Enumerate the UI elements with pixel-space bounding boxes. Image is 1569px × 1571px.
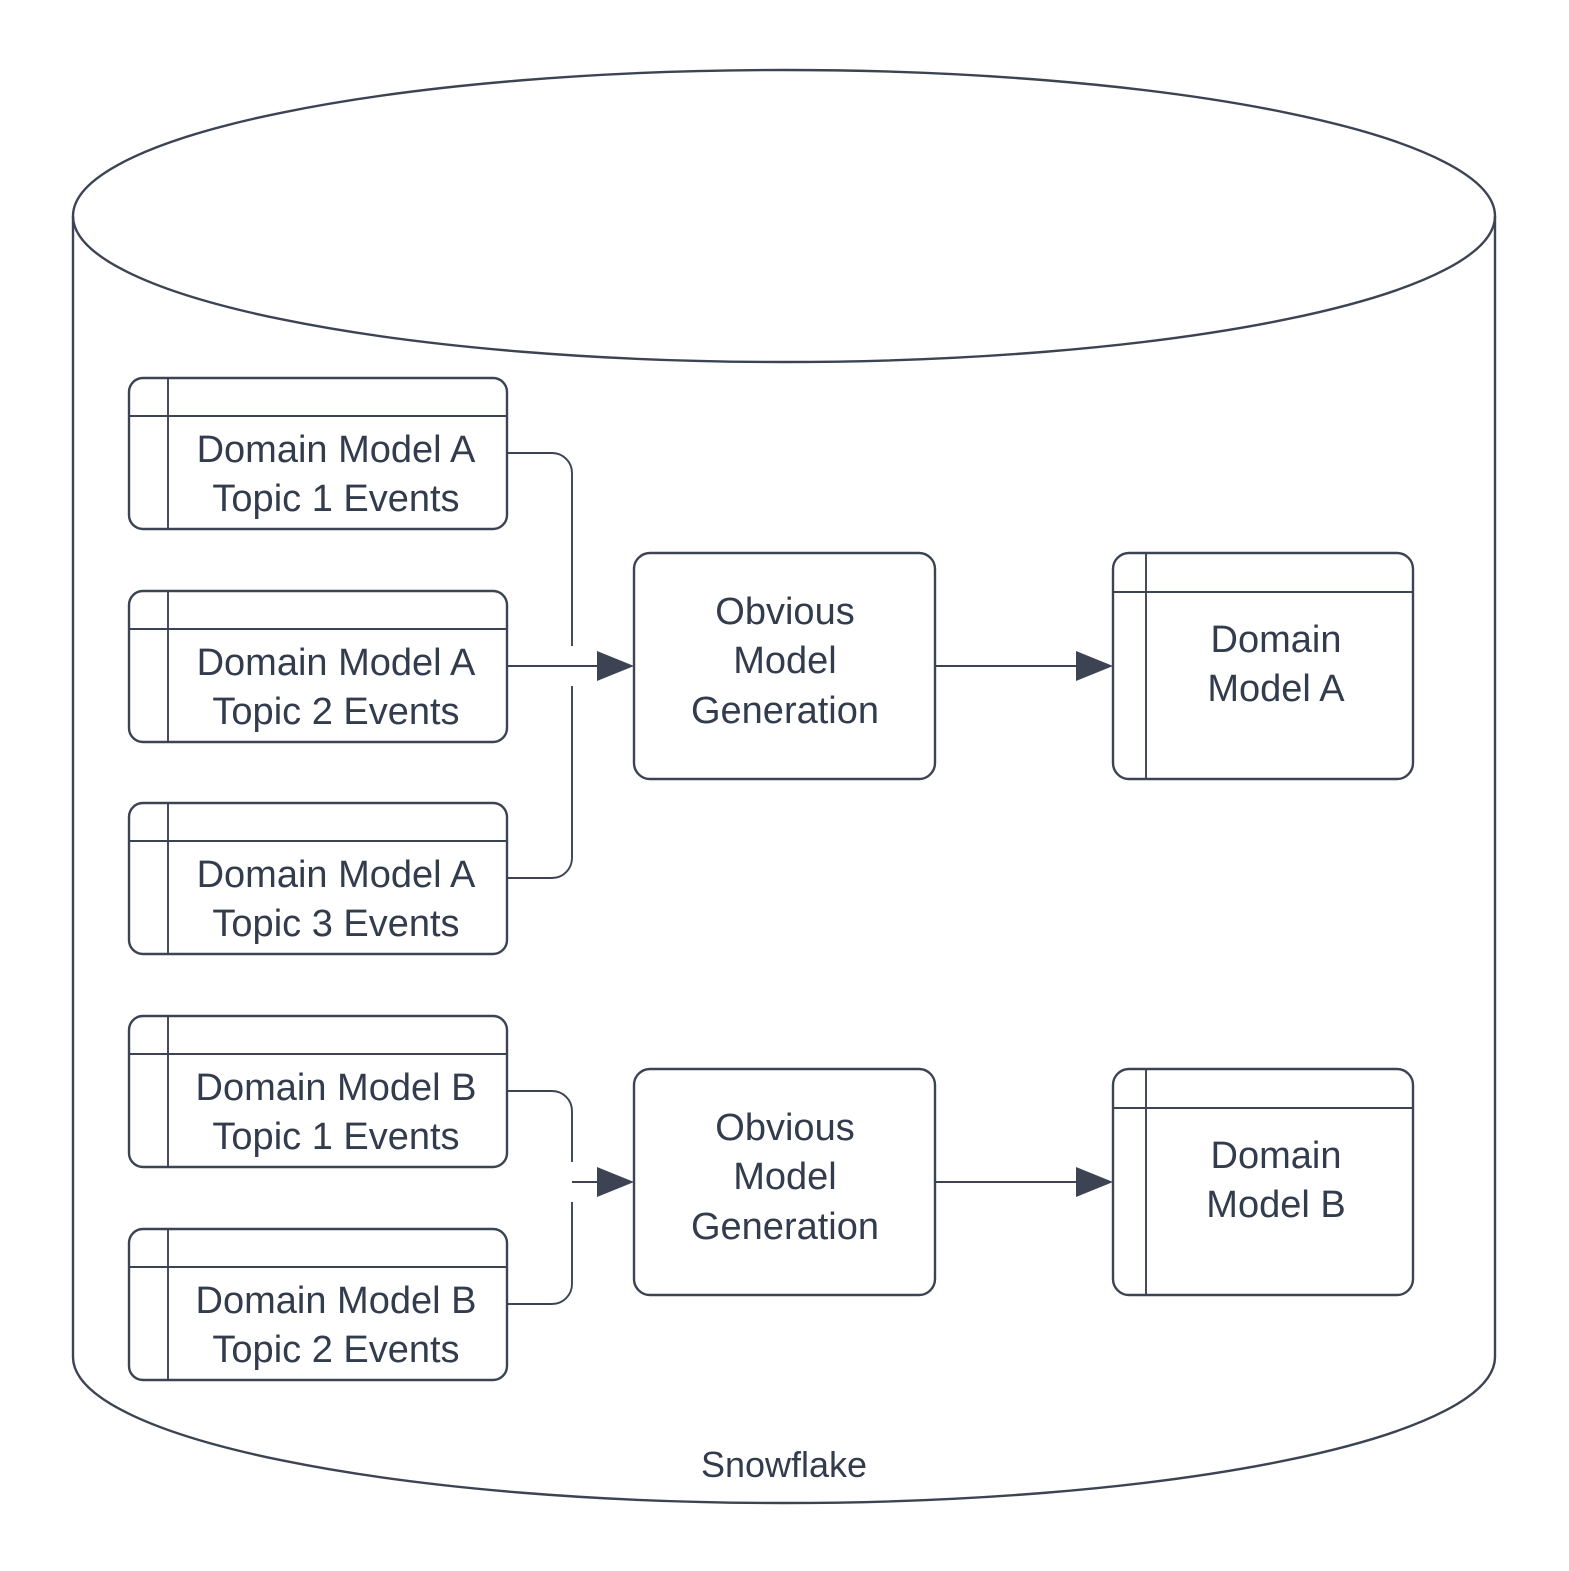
output-box-out-a[interactable] (1111, 551, 1415, 781)
source-box-src-a2[interactable] (127, 589, 509, 744)
connector-group-a (507, 452, 634, 879)
output-box-out-b[interactable] (1111, 1067, 1415, 1297)
connector-proc-a-to-out-a (935, 651, 1113, 681)
source-box-src-b2[interactable] (127, 1227, 509, 1382)
process-box-proc-a[interactable] (632, 551, 937, 781)
source-box-src-a1[interactable] (127, 376, 509, 531)
source-box-src-a3[interactable] (127, 801, 509, 956)
connector-proc-b-to-out-b (935, 1167, 1113, 1197)
process-box-proc-b[interactable] (632, 1067, 937, 1297)
source-box-src-b1[interactable] (127, 1014, 509, 1169)
snowflake-cylinder (71, 68, 1497, 1505)
connector-group-b (507, 1090, 634, 1305)
